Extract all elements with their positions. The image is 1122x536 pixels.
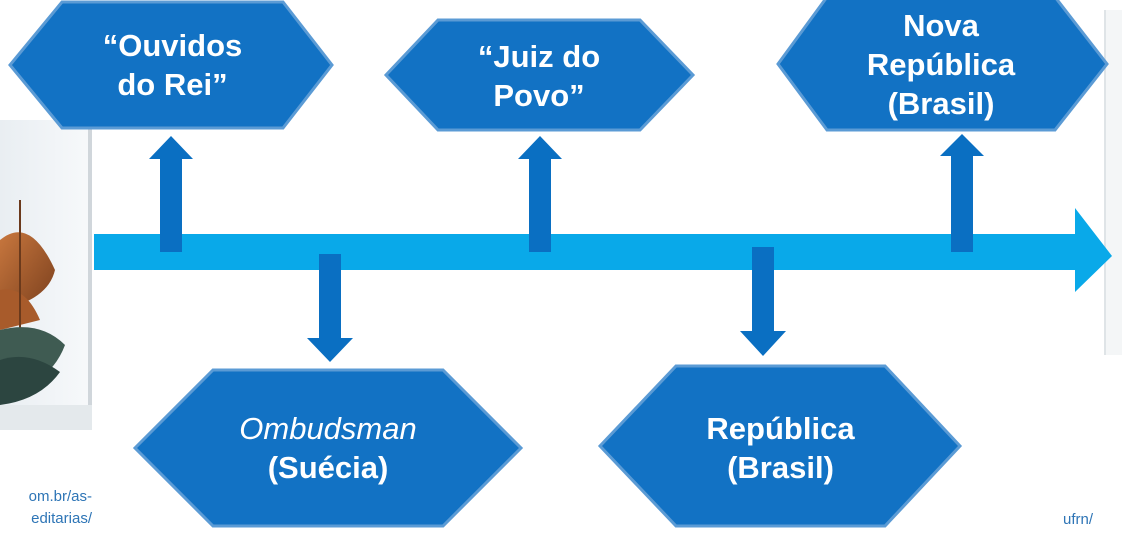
label-republica: República (Brasil) — [676, 380, 885, 516]
up-arrow-juiz — [518, 136, 562, 252]
timeline-arrow — [94, 208, 1112, 292]
label-nova-line2: República — [866, 46, 1016, 82]
label-juiz-line1: “Juiz do — [477, 39, 601, 74]
hexagon-nova-republica — [776, 0, 1109, 132]
up-arrow-nova-republica — [940, 134, 984, 252]
label-juiz-do-povo: “Juiz do Povo” — [438, 24, 640, 128]
label-republica-line1: República — [706, 411, 855, 446]
label-ombudsman-line2: (Suécia) — [267, 450, 389, 485]
label-nova-republica: Nova República (Brasil) — [827, 0, 1055, 128]
label-ouvidos-line1: “Ouvidos — [102, 28, 243, 63]
label-nova-line1: Nova — [903, 7, 979, 43]
source-caption-right: ufrn/ — [1063, 511, 1094, 528]
right-photo — [1104, 10, 1122, 355]
label-juiz-line2: Povo” — [493, 78, 585, 113]
down-arrow-republica — [740, 247, 786, 356]
label-nova-line3: (Brasil) — [887, 85, 995, 121]
hexagon-juiz-do-povo — [383, 18, 696, 132]
label-ombudsman-line1: Ombudsman — [239, 411, 417, 446]
ship-photo — [0, 120, 92, 430]
label-republica-line2: (Brasil) — [727, 450, 834, 485]
hexagon-ouvidos-do-rei — [8, 0, 334, 130]
source-caption-left: om.br/as- editarias/ — [0, 486, 92, 530]
label-ouvidos-do-rei: “Ouvidos do Rei” — [62, 8, 283, 122]
hexagon-republica — [597, 364, 963, 528]
up-arrow-ouvidos — [149, 136, 193, 252]
source-caption-left-line1: om.br/as- — [28, 488, 92, 505]
source-caption-left-line2: editarias/ — [31, 510, 92, 527]
hexagon-ombudsman — [132, 368, 524, 528]
label-ombudsman: Ombudsman (Suécia) — [213, 380, 443, 516]
label-ouvidos-line2: do Rei” — [117, 67, 228, 102]
down-arrow-ombudsman — [307, 254, 353, 362]
